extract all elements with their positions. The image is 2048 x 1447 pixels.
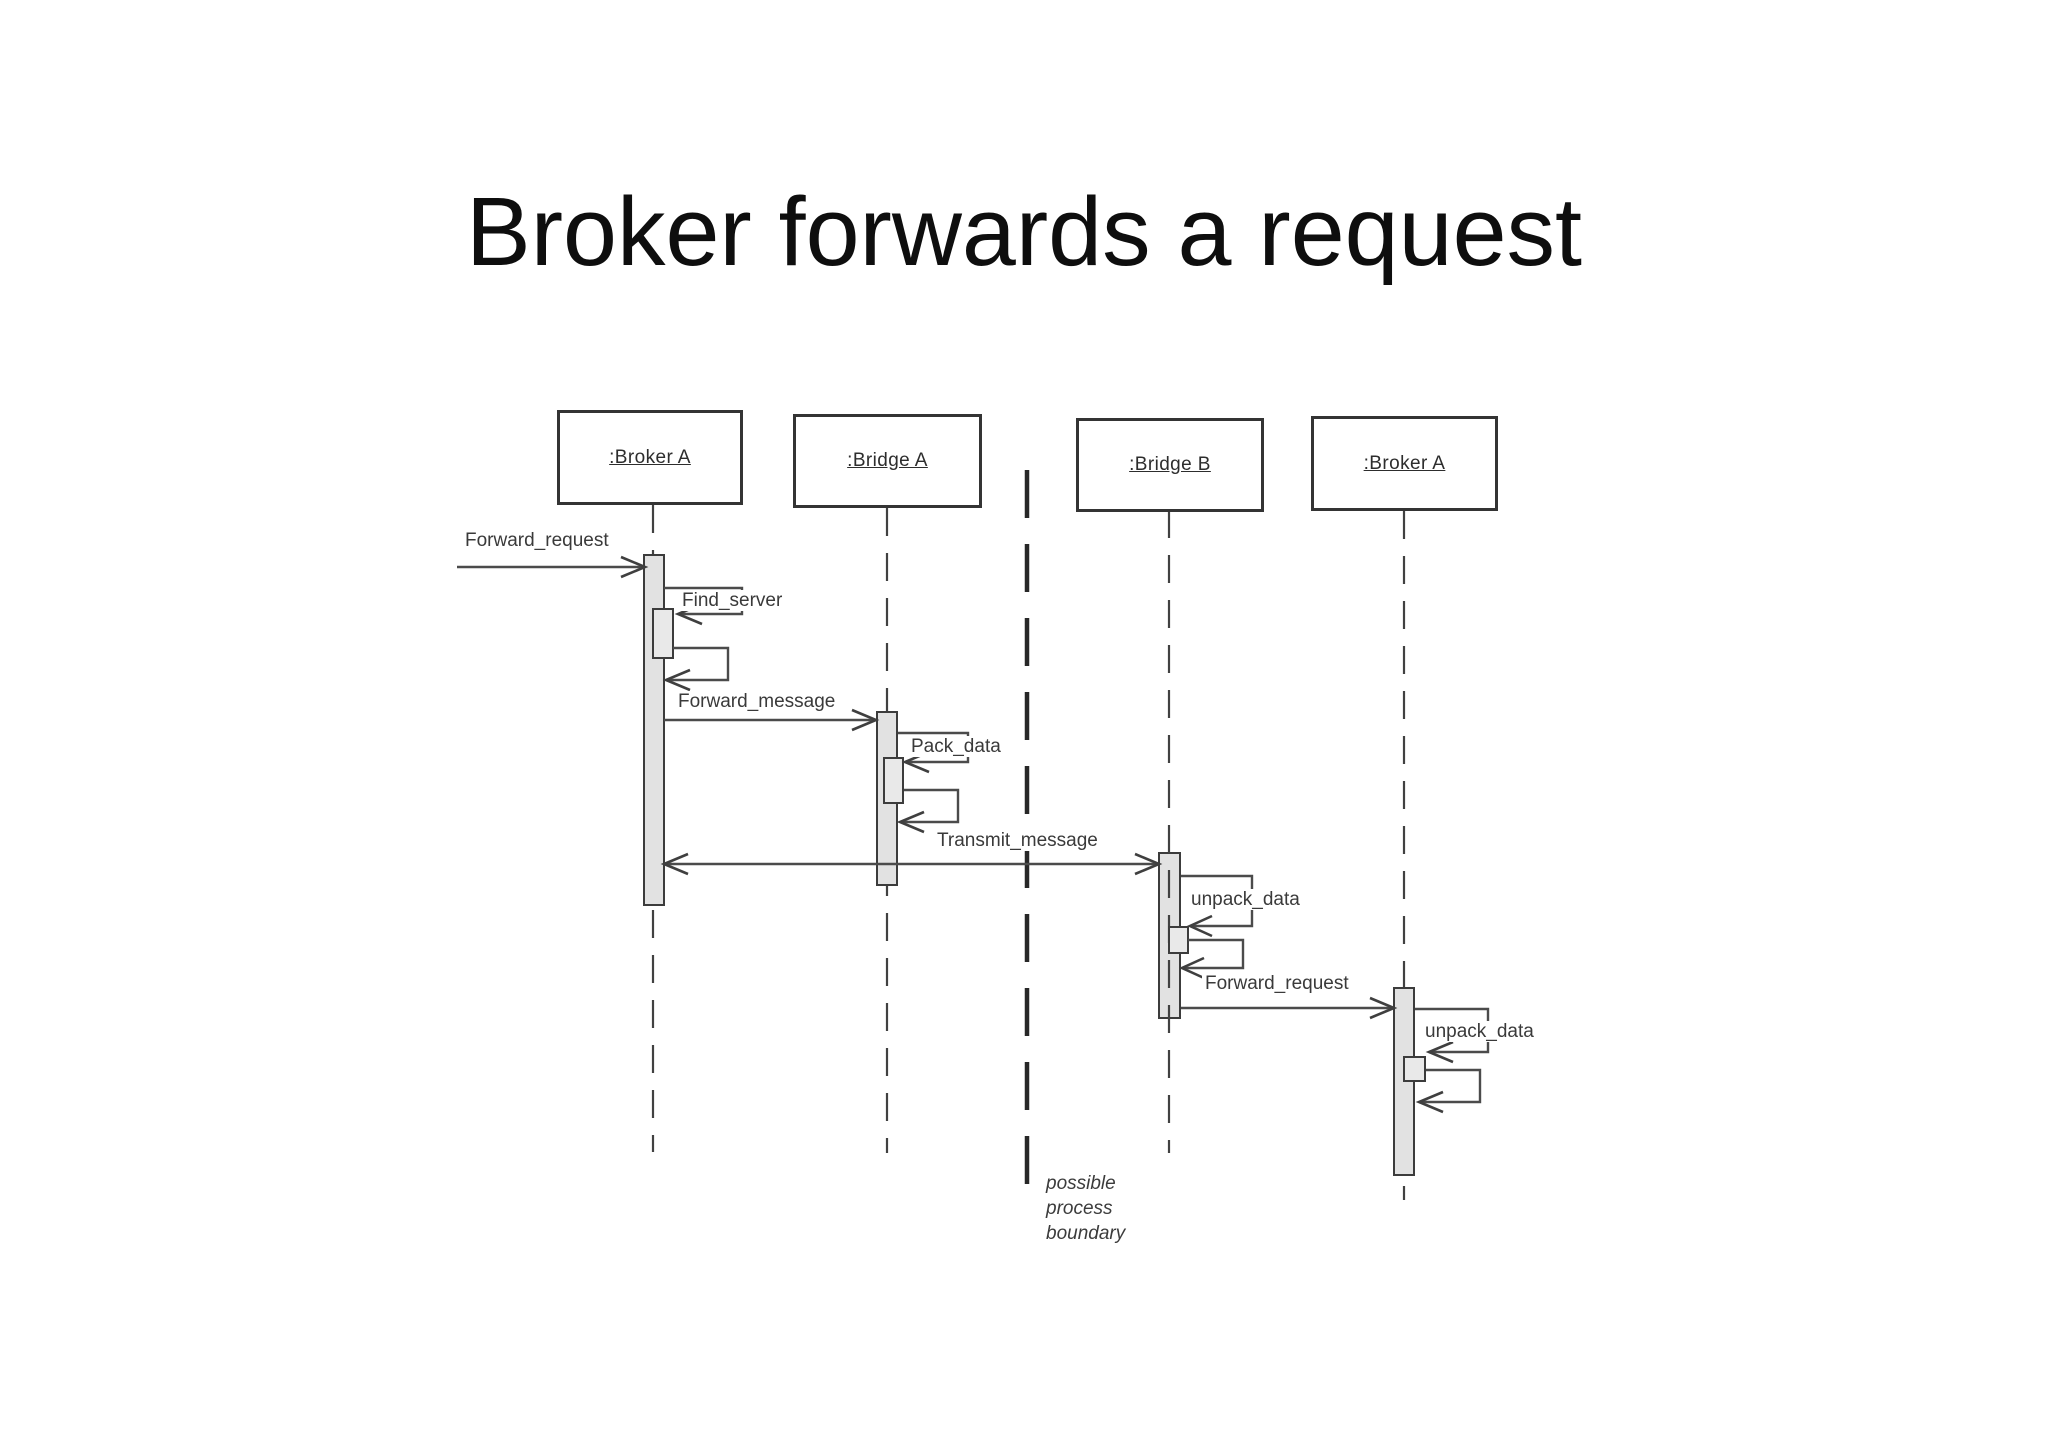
return-find-server bbox=[662, 646, 730, 692]
find-server-return-line bbox=[668, 646, 730, 682]
pack-data-return-arrowhead bbox=[896, 810, 925, 834]
unpack-data-2-return-arrowhead bbox=[1415, 1090, 1444, 1114]
lifeline-box-bridge-a-label: :Bridge A bbox=[847, 450, 928, 471]
pack-data-return-line bbox=[902, 788, 960, 824]
label-find-server: Find_server bbox=[679, 590, 786, 611]
forward-message-arrowhead bbox=[851, 708, 880, 732]
return-unpack-data-2 bbox=[1415, 1068, 1482, 1114]
label-transmit-message: Transmit_message bbox=[934, 830, 1101, 851]
message-forward-request-1-arrow bbox=[457, 555, 649, 579]
lifeline-box-bridge-a: :Bridge A bbox=[793, 414, 982, 508]
lifeline-box-broker-a-1-label: :Broker A bbox=[609, 446, 691, 468]
nested-activation-pack-data bbox=[883, 757, 904, 804]
message-forward-request-2-arrow bbox=[1181, 996, 1398, 1020]
label-forward-request-2: Forward_request bbox=[1202, 973, 1352, 994]
label-forward-request-1: Forward_request bbox=[462, 530, 612, 551]
unpack-data-1-arrowhead bbox=[1186, 914, 1213, 938]
unpack-data-2-arrowhead bbox=[1425, 1040, 1454, 1064]
lifeline-box-broker-a-2: :Broker A bbox=[1311, 416, 1498, 511]
label-unpack-data-1: unpack_data bbox=[1188, 889, 1303, 910]
lifeline-box-broker-a-1: :Broker A bbox=[557, 410, 743, 505]
activation-broker-a-1 bbox=[643, 554, 665, 906]
unpack-data-1-return-arrowhead bbox=[1178, 956, 1205, 980]
annotation-line-3: boundary bbox=[1046, 1223, 1126, 1244]
return-pack-data bbox=[896, 788, 960, 834]
label-unpack-data-2: unpack_data bbox=[1422, 1021, 1537, 1042]
find-server-return-arrowhead bbox=[662, 668, 691, 692]
unpack-data-2-return-line bbox=[1421, 1068, 1482, 1104]
transmit-message-right-arrowhead bbox=[1134, 852, 1163, 876]
label-forward-message: Forward_message bbox=[675, 691, 839, 712]
forward-request-1-arrowhead bbox=[620, 555, 649, 579]
unpack-data-1-return-line bbox=[1184, 938, 1245, 970]
transmit-message-left-arrowhead bbox=[660, 852, 689, 876]
annotation-line-2: process bbox=[1046, 1198, 1113, 1219]
page-title: Broker forwards a request bbox=[466, 177, 1582, 286]
forward-request-2-arrowhead bbox=[1369, 996, 1398, 1020]
annotation-line-1: possible bbox=[1046, 1173, 1116, 1194]
nested-activation-unpack-data-2 bbox=[1403, 1056, 1426, 1082]
lifeline-box-bridge-b: :Bridge B bbox=[1076, 418, 1264, 512]
message-forward-message-arrow bbox=[664, 708, 880, 732]
nested-activation-find-server bbox=[652, 608, 674, 659]
process-boundary-annotation: possible process boundary bbox=[1046, 1171, 1125, 1246]
nested-activation-unpack-data-1 bbox=[1168, 926, 1189, 954]
message-transmit-message-arrow bbox=[660, 852, 1163, 876]
lifeline-box-bridge-b-label: :Bridge B bbox=[1129, 454, 1211, 475]
return-unpack-data-1 bbox=[1178, 938, 1245, 980]
label-pack-data: Pack_data bbox=[908, 736, 1004, 757]
lifeline-box-broker-a-2-label: :Broker A bbox=[1363, 452, 1446, 474]
